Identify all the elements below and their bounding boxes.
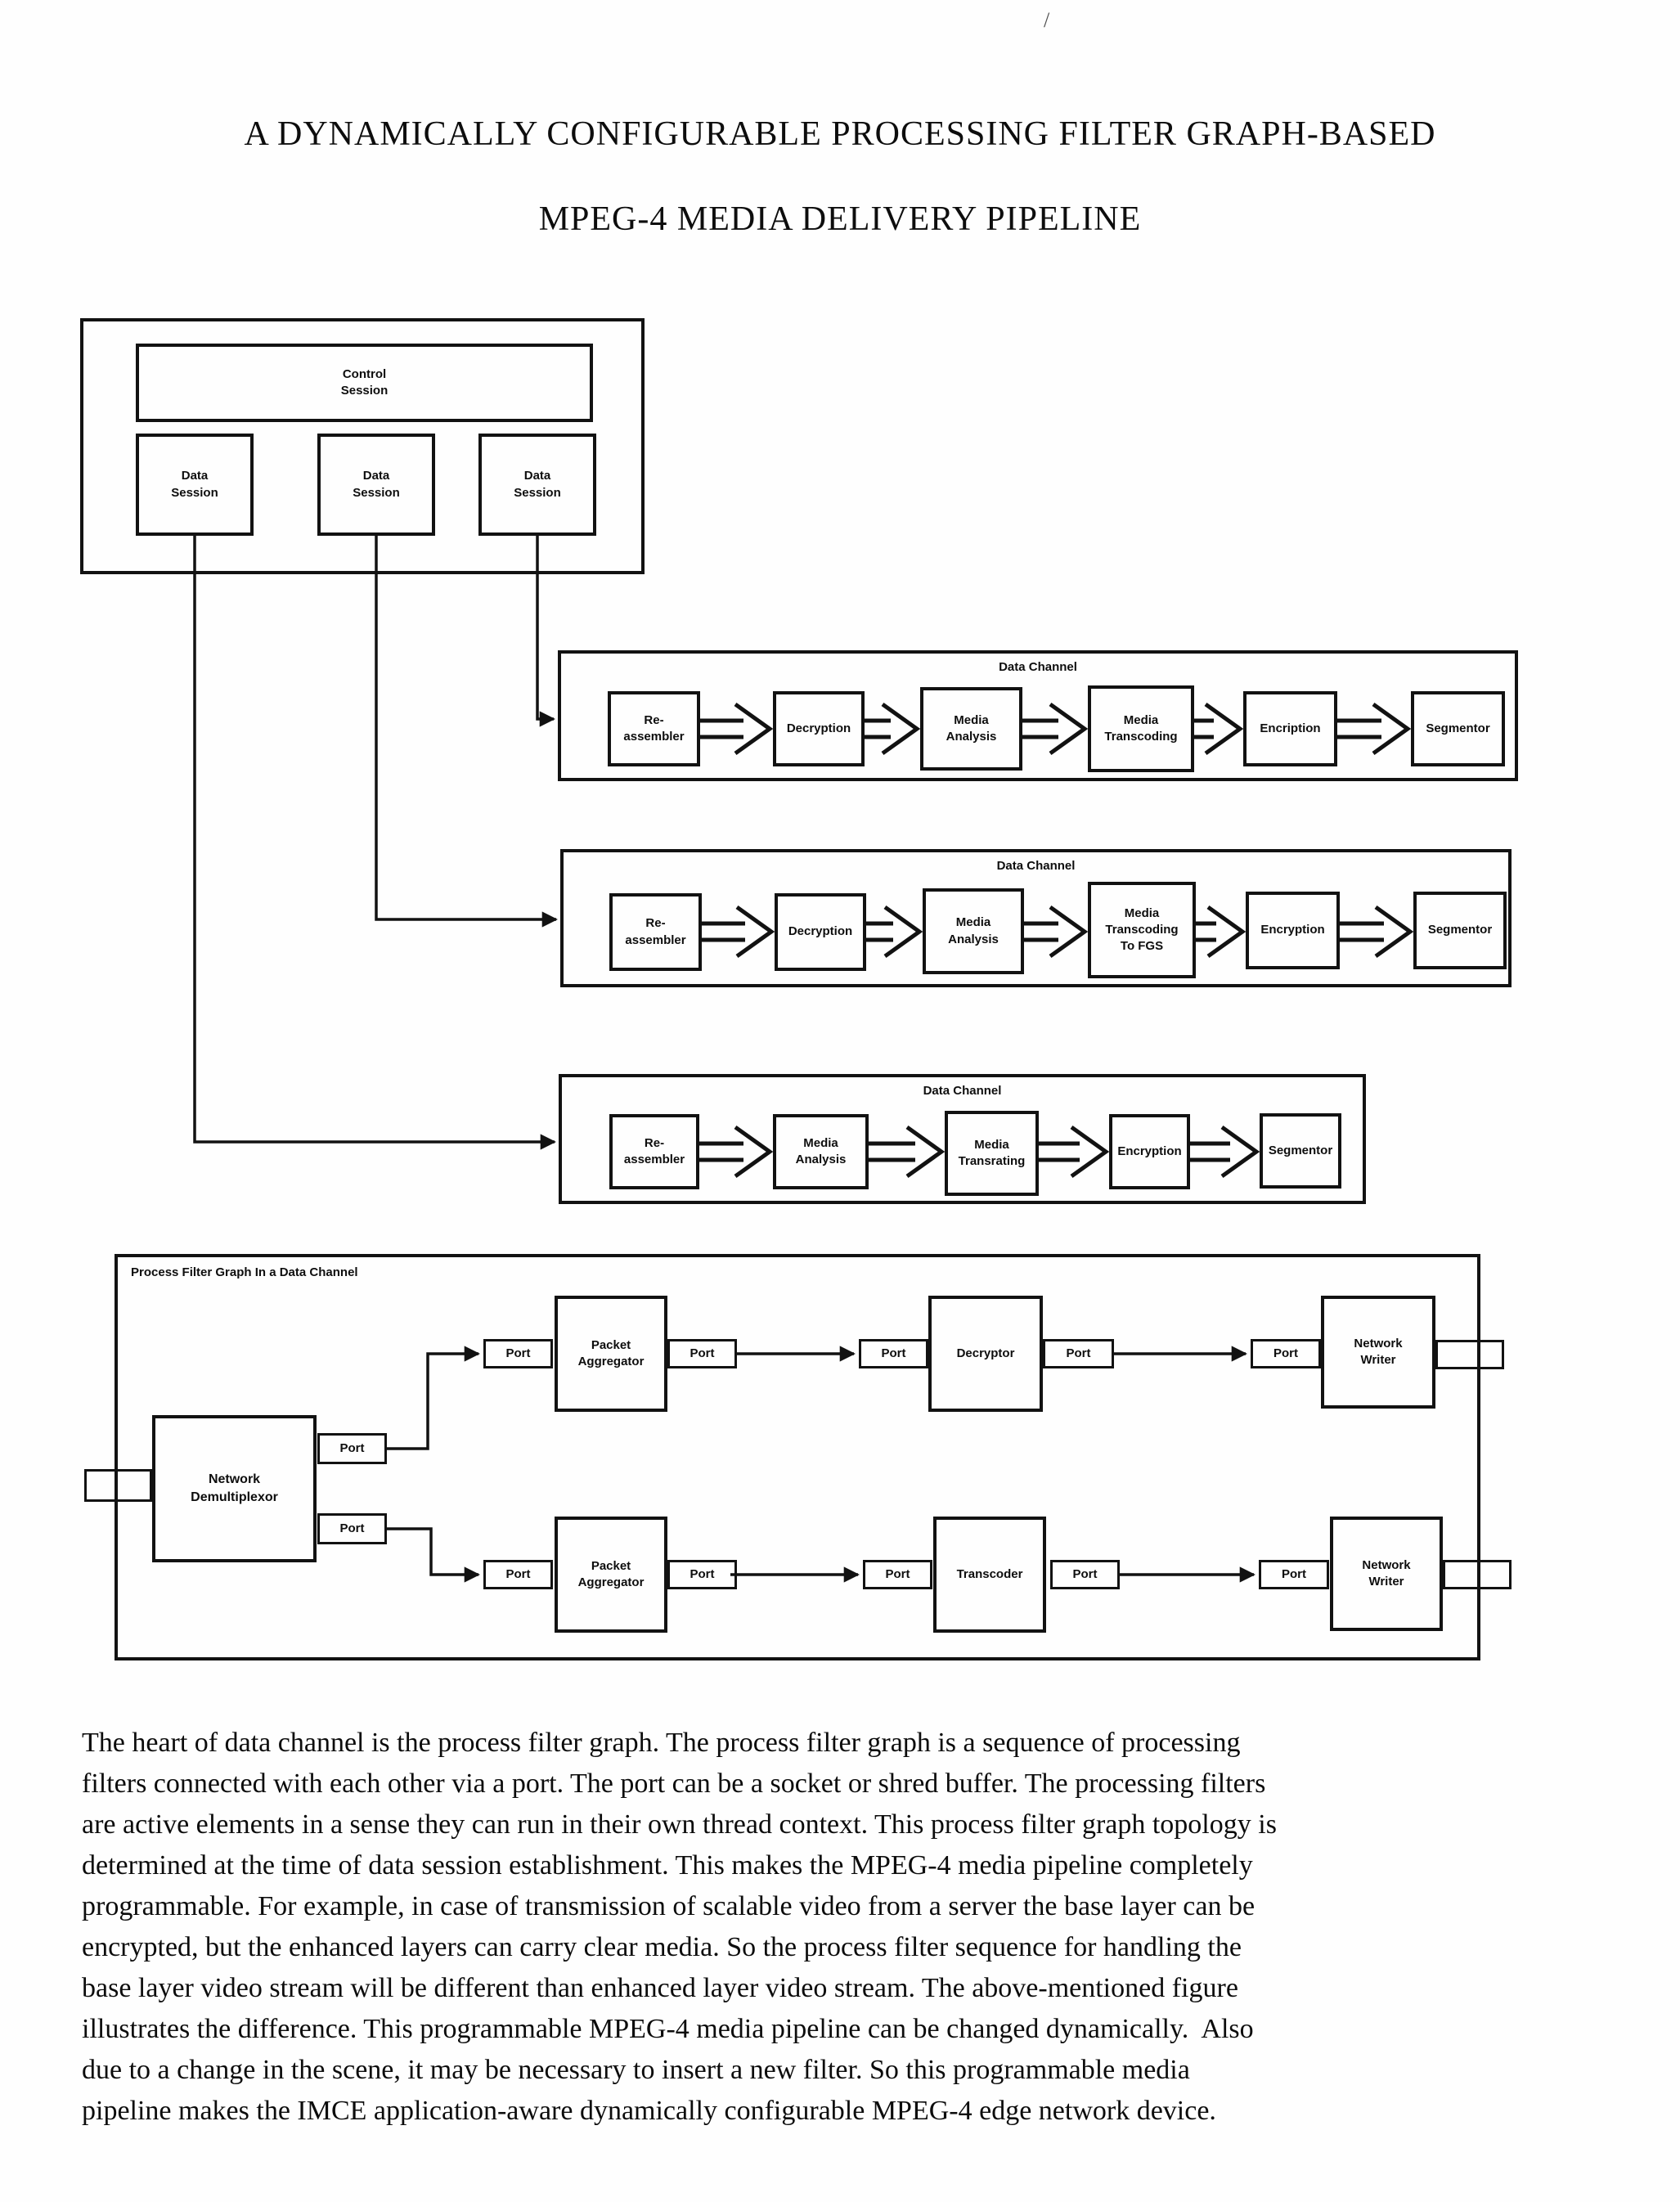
top-row-port-2: Port [667,1339,737,1368]
data-session-box-1: Data Session [136,434,254,536]
paragraph-line: The heart of data channel is the process… [82,1728,1241,1758]
data-channel-3-title: Data Channel [923,1084,1002,1098]
top-row-port-3: Port [859,1339,928,1368]
ch1-node-segmentor: Segmentor [1411,691,1505,766]
top-row-port-1: Port [483,1339,553,1368]
ch2-node-reassembler: Re- assembler [609,893,702,971]
ch3-node-reassembler: Re- assembler [609,1114,699,1189]
paragraph-line: base layer video stream will be differen… [82,1973,1238,2003]
paragraph-line: due to a change in the scene, it may be … [82,2055,1190,2085]
data-channel-2: Data Channel [560,849,1512,987]
ch1-node-media-analysis: Media Analysis [920,687,1022,771]
ch3-node-encryption: Encryption [1109,1114,1190,1189]
ch1-node-media-transcoding: Media Transcoding [1088,685,1194,772]
ch2-node-media-transcoding-fgs: Media Transcoding To FGS [1088,882,1196,978]
data-session-box-2: Data Session [317,434,435,536]
bottom-row-port-1: Port [483,1560,553,1589]
bottom-row-port-5: Port [1259,1560,1329,1589]
demux-port-bottom: Port [317,1513,387,1544]
process-filter-graph-title: Process Filter Graph In a Data Channel [131,1265,358,1279]
bottom-row-network-writer: Network Writer [1330,1517,1443,1631]
demux-port-top: Port [317,1433,387,1464]
ch2-node-decryption: Decryption [775,893,866,971]
bottom-row-port-3: Port [863,1560,932,1589]
ds2-to-channel2-line [375,536,558,928]
ch3-node-media-analysis: Media Analysis [773,1114,869,1189]
top-row-network-writer: Network Writer [1321,1296,1435,1409]
ch1-node-encription: Encription [1243,691,1337,766]
ch3-node-media-transrating: Media Transrating [945,1111,1039,1196]
top-row-packet-aggregator: Packet Aggregator [555,1296,667,1412]
paragraph-line: illustrates the difference. This program… [82,2014,1254,2044]
top-row-port-5: Port [1251,1339,1321,1368]
ch1-node-decryption: Decryption [773,691,865,766]
data-channel-3: Data Channel [559,1074,1366,1204]
top-row-output-stub [1435,1340,1504,1369]
data-channel-1: Data Channel [558,650,1518,781]
network-demultiplexor-box: Network Demultiplexor [152,1415,317,1562]
ch3-node-segmentor: Segmentor [1260,1113,1341,1189]
process-filter-graph-box: Process Filter Graph In a Data Channel [115,1254,1480,1660]
paragraph-line: determined at the time of data session e… [82,1850,1253,1881]
bottom-row-port-2: Port [667,1560,737,1589]
bottom-row-packet-aggregator: Packet Aggregator [555,1517,667,1633]
ch2-node-segmentor: Segmentor [1413,892,1507,969]
ch1-node-reassembler: Re- assembler [608,691,700,766]
bottom-row-output-stub [1443,1560,1512,1589]
ch2-node-media-analysis: Media Analysis [923,888,1024,974]
control-session-box: Control Session [136,344,593,422]
ds1-to-channel3-line [193,536,556,1150]
bottom-row-transcoder: Transcoder [933,1517,1046,1633]
top-row-port-4: Port [1043,1339,1114,1368]
page-title-line2: MPEG-4 MEDIA DELIVERY PIPELINE [538,200,1142,238]
paragraph-line: encrypted, but the enhanced layers can c… [82,1932,1242,1962]
paragraph-line: are active elements in a sense they can … [82,1809,1277,1840]
bottom-row-port-4: Port [1050,1560,1120,1589]
paragraph-line: programmable. For example, in case of tr… [82,1891,1256,1921]
paragraph-line: filters connected with each other via a … [82,1768,1266,1799]
paragraph-line: pipeline makes the IMCE application-awar… [82,2096,1216,2126]
top-row-decryptor: Decryptor [928,1296,1043,1412]
network-input-stub [84,1469,152,1502]
data-channel-2-title: Data Channel [996,859,1076,873]
page-title-line1: A DYNAMICALLY CONFIGURABLE PROCESSING FI… [244,115,1436,153]
ch2-node-encryption: Encryption [1246,892,1340,969]
data-channel-1-title: Data Channel [999,660,1077,674]
data-session-box-3: Data Session [478,434,596,536]
scan-artifact-mark: / [1044,8,1050,32]
